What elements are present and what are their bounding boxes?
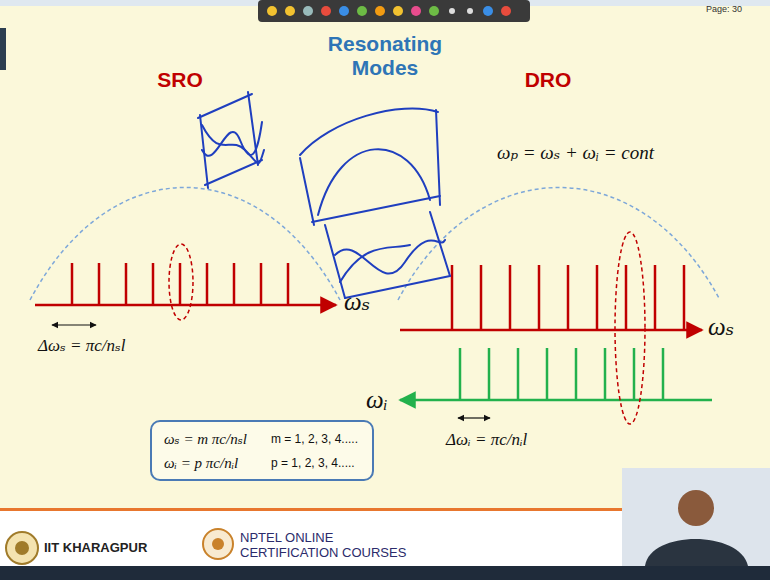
- index-range: m = 1, 2, 3, 4.....: [271, 432, 360, 446]
- ink-stroke: [300, 158, 314, 225]
- mode-line: [538, 265, 541, 330]
- mode-line: [287, 263, 290, 305]
- tool-icon: [467, 8, 473, 14]
- side-strip: [0, 28, 6, 70]
- mode-line: [488, 348, 491, 400]
- mode-line: [459, 348, 462, 400]
- tool-icon: [339, 6, 349, 16]
- mode-line: [152, 263, 155, 305]
- mode-line: [260, 263, 263, 305]
- taskbar: [0, 566, 770, 580]
- mode-line: [633, 348, 636, 400]
- frequency-axis: [400, 399, 712, 402]
- mode-line: [233, 263, 236, 305]
- spacing-formula: Δωₛ = πc/nₛl: [38, 336, 125, 356]
- mode-line: [98, 263, 101, 305]
- axis-label: ωₛ: [708, 313, 734, 342]
- mode-line: [71, 263, 74, 305]
- spacing-arrow: [458, 417, 490, 418]
- tool-icon: [375, 6, 385, 16]
- mode-line: [654, 265, 657, 330]
- mode-line: [517, 348, 520, 400]
- ink-stroke: [205, 160, 262, 185]
- tool-icon: [357, 6, 367, 16]
- ink-stroke: [430, 212, 450, 276]
- mode-line: [596, 265, 599, 330]
- equation: ωₚ = ωₛ + ωᵢ = cont: [497, 142, 654, 164]
- index-range: p = 1, 2, 3, 4.....: [271, 456, 360, 470]
- frequency-axis: [35, 304, 336, 307]
- course-logo: [203, 529, 233, 559]
- frequency-axis: [400, 329, 702, 332]
- formula-box: ωₛ = m πc/nₛl m = 1, 2, 3, 4..... ωᵢ = p π…: [150, 420, 374, 481]
- course-logo: [212, 538, 224, 550]
- gain-curve: [398, 188, 720, 301]
- selected-mode-ring: [615, 232, 645, 424]
- ink-stroke: [300, 109, 438, 155]
- mode-line: [451, 265, 454, 330]
- gain-curve: [30, 188, 340, 301]
- institute-name: IIT KHARAGPUR: [44, 541, 147, 556]
- section-heading: SRO: [157, 68, 203, 92]
- tool-icon: [285, 6, 295, 16]
- tool-icon: [393, 6, 403, 16]
- page-number: Page: 30: [706, 4, 742, 14]
- idler-modes: [460, 348, 663, 400]
- ink-stroke: [198, 94, 252, 118]
- selected-mode-ring: [169, 244, 193, 320]
- tool-icon: [411, 6, 421, 16]
- tool-icon: [303, 6, 313, 16]
- axis-label: ωᵢ: [366, 386, 388, 415]
- signal-modes: [452, 265, 684, 330]
- ink-stroke: [318, 149, 430, 215]
- mode-line: [683, 265, 686, 330]
- signal-modes: [72, 263, 288, 305]
- ink-stroke: [436, 110, 440, 205]
- mode-line: [567, 265, 570, 330]
- ink-stroke: [325, 225, 345, 298]
- tool-icon: [501, 6, 511, 16]
- slide-heading: Resonating Modes: [320, 32, 450, 80]
- mode-line: [575, 348, 578, 400]
- mode-formula: ωₛ = m πc/nₛl: [164, 430, 249, 448]
- institute-logo: [15, 541, 29, 555]
- section-heading: DRO: [525, 68, 572, 92]
- ink-stroke: [340, 245, 410, 282]
- spacing-arrow: [52, 324, 96, 325]
- spacing-formula: Δωᵢ = πc/nᵢl: [446, 430, 527, 450]
- ink-sketch: [198, 92, 450, 298]
- course-name: NPTEL ONLINE CERTIFICATION COURSES: [240, 531, 410, 561]
- mode-line: [480, 265, 483, 330]
- mode-line: [604, 348, 607, 400]
- mode-line: [179, 263, 182, 305]
- axis-label: ωₛ: [344, 288, 370, 317]
- tool-icon: [429, 6, 439, 16]
- ink-stroke: [335, 240, 445, 274]
- mode-line: [662, 348, 665, 400]
- mode-line: [546, 348, 549, 400]
- ink-stroke: [202, 125, 264, 163]
- mode-line: [625, 265, 628, 330]
- mode-line: [206, 263, 209, 305]
- tool-icon: [449, 8, 455, 14]
- speaker-figure: [678, 490, 714, 526]
- toolbar: [258, 0, 530, 22]
- tool-icon: [321, 6, 331, 16]
- tool-icon: [483, 6, 493, 16]
- tool-icon: [267, 6, 277, 16]
- toolbar-icons: [267, 6, 511, 16]
- mode-formula: ωᵢ = p πc/nᵢl: [164, 455, 249, 472]
- mode-line: [125, 263, 128, 305]
- ink-stroke: [312, 196, 440, 222]
- institute-logo: [6, 532, 38, 564]
- speaker-figure: [645, 539, 748, 566]
- video-inset: [622, 468, 770, 566]
- mode-line: [509, 265, 512, 330]
